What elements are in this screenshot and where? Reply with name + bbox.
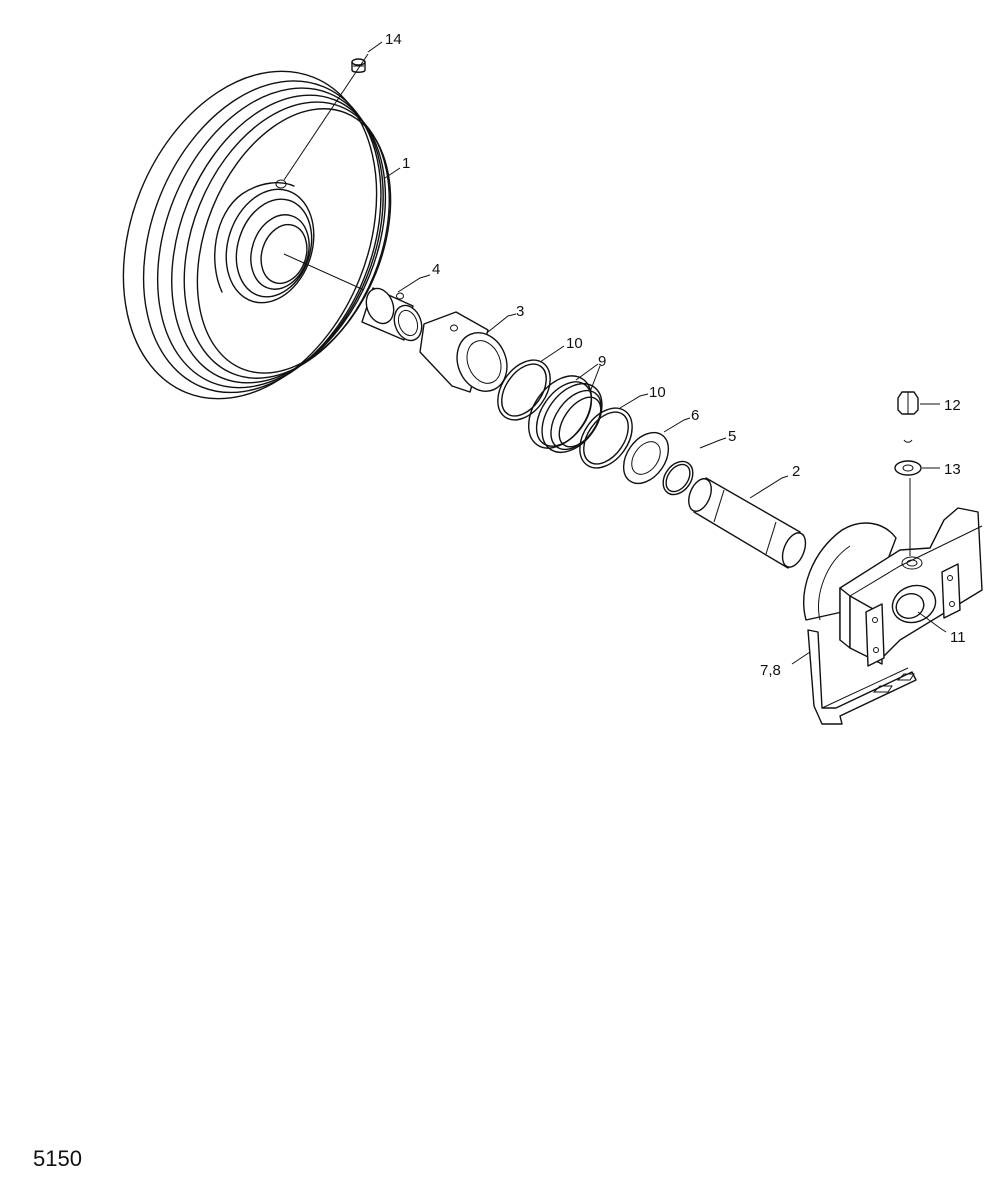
callout-1: 1 xyxy=(402,155,410,172)
callout-5: 5 xyxy=(728,428,736,445)
plug xyxy=(351,58,366,73)
leader-lines xyxy=(283,41,947,665)
callout-11: 11 xyxy=(950,629,966,646)
callout-4: 4 xyxy=(432,261,440,278)
support-bracket xyxy=(803,507,983,725)
callout-2: 2 xyxy=(792,463,800,480)
wheel-hub xyxy=(214,179,315,304)
callout-9: 9 xyxy=(598,353,606,370)
callout-12: 12 xyxy=(944,397,961,414)
callout-6: 6 xyxy=(691,407,699,424)
collar xyxy=(419,311,508,393)
o-ring-left xyxy=(497,359,551,421)
shaft xyxy=(688,477,807,569)
callout-14: 14 xyxy=(385,31,402,48)
callout-3: 3 xyxy=(516,303,524,320)
bushing xyxy=(361,287,423,342)
callouts: 14 1 4 3 10 9 10 6 5 2 12 13 11 7,8 xyxy=(385,31,966,679)
callout-13: 13 xyxy=(944,461,961,478)
o-ring-right xyxy=(579,407,633,469)
washer xyxy=(894,460,922,476)
callout-7-8: 7,8 xyxy=(760,662,781,679)
bolt xyxy=(897,391,919,443)
callout-10-left: 10 xyxy=(566,335,583,352)
floating-seal xyxy=(527,375,603,453)
callout-10-right: 10 xyxy=(649,384,666,401)
snap-ring xyxy=(662,460,694,496)
page-code: 5150 xyxy=(33,1146,82,1171)
thrust-washer xyxy=(622,431,670,485)
idler-wheel xyxy=(122,70,392,400)
